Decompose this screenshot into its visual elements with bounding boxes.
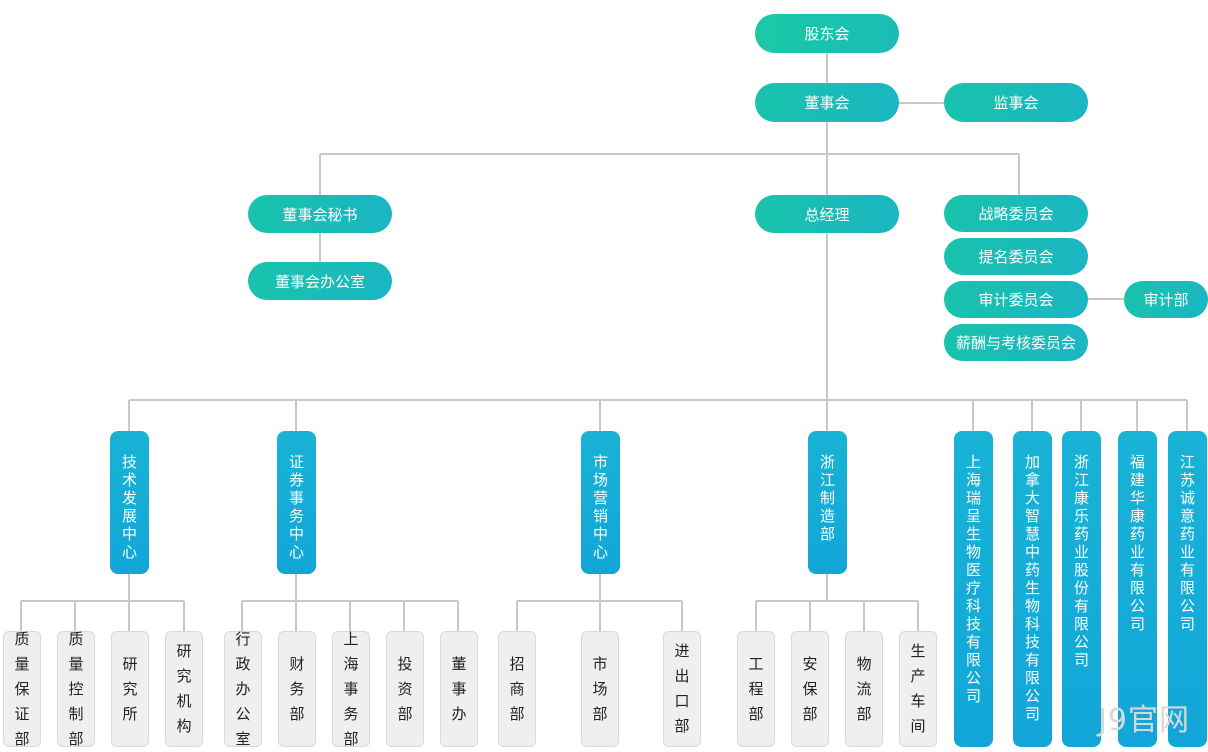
board-secretary-node: 董事会秘书 [248, 195, 392, 233]
department-node: 工程部 [737, 631, 775, 747]
general-manager-node: 总经理 [755, 195, 899, 233]
department-node: 研究机构 [165, 631, 203, 747]
department-node: 上海事务部 [332, 630, 370, 748]
department-node: 投资部 [386, 631, 424, 747]
department-node: 财务部 [278, 631, 316, 747]
subsidiary-node: 浙江康乐药业股份有限公司 [1062, 431, 1101, 747]
board-node: 董事会 [755, 83, 899, 122]
committee-node: 薪酬与考核委员会 [944, 324, 1088, 361]
department-node: 研究所 [111, 631, 149, 747]
supervisors-node: 监事会 [944, 83, 1088, 122]
watermark-logo: J9官网 [1098, 703, 1190, 738]
center-node: 市场营销中心 [581, 431, 620, 574]
department-node: 安保部 [791, 631, 829, 747]
center-node: 浙江制造部 [808, 431, 847, 574]
department-node: 董事办 [440, 631, 478, 747]
subsidiary-node: 上海瑞呈生物医疗科技有限公司 [954, 431, 993, 747]
committee-node: 审计委员会 [944, 281, 1088, 318]
audit-dept-node: 审计部 [1124, 281, 1208, 318]
department-node: 生产车间 [899, 631, 937, 747]
department-node: 物流部 [845, 631, 883, 747]
center-node: 证券事务中心 [277, 431, 316, 574]
department-node: 招商部 [498, 631, 536, 747]
department-node: 质量保证部 [3, 630, 41, 748]
subsidiary-node: 江苏诚意药业有限公司 [1168, 431, 1207, 747]
department-node: 质量控制部 [57, 630, 95, 748]
shareholders-node: 股东会 [755, 14, 899, 53]
department-node: 进出口部 [663, 631, 701, 747]
subsidiary-node: 福建华康药业有限公司 [1118, 431, 1157, 747]
committee-node: 战略委员会 [944, 195, 1088, 232]
department-node: 市场部 [581, 631, 619, 747]
subsidiary-node: 加拿大智慧中药生物科技有限公司 [1013, 431, 1052, 747]
center-node: 技术发展中心 [110, 431, 149, 574]
committee-node: 提名委员会 [944, 238, 1088, 275]
board-office-node: 董事会办公室 [248, 262, 392, 300]
department-node: 行政办公室 [224, 630, 262, 748]
